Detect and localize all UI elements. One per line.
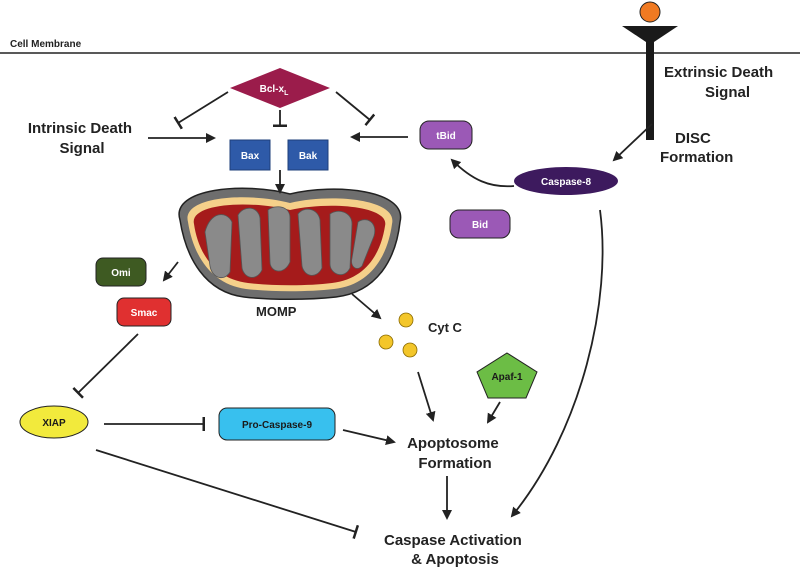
caspase8-cleaves-bid-edge [450, 158, 515, 188]
cytochrome-c-dots [378, 312, 418, 358]
mitochondrion [178, 187, 402, 300]
svg-text:tBid: tBid [436, 131, 455, 142]
svg-text:Caspase-8: Caspase-8 [541, 177, 591, 188]
cell-membrane-label: Cell Membrane [10, 39, 82, 50]
intrinsic-death-signal-label: Intrinsic Death Signal [28, 120, 136, 157]
momp-label: MOMP [256, 304, 297, 319]
bak-node: Bak [287, 139, 329, 171]
apaf1-node: Apaf-1 [476, 352, 538, 399]
smac-inhibits-xiap-edge [72, 333, 139, 399]
caspase-activation-label: Caspase Activation & Apoptosis [384, 532, 526, 568]
svg-text:XIAP: XIAP [42, 418, 66, 429]
apoptosome-formation-label: Apoptosome Formation [407, 435, 503, 472]
procaspase9-node: Pro-Caspase-9 [218, 407, 336, 441]
apaf1-to-apoptosome-edge [486, 401, 501, 424]
svg-text:Bid: Bid [472, 220, 488, 231]
procaspase9-to-apoptosome-edge [342, 429, 396, 446]
svg-text:Bcl-xL: Bcl-xL [260, 84, 289, 97]
cytc-label: Cyt C [428, 320, 463, 335]
bax-node: Bax [229, 139, 271, 171]
bclxl-inhibits-intrinsic-edge [173, 91, 229, 130]
mitochondrion-to-cytc-edge [351, 293, 382, 320]
svg-text:Apaf-1: Apaf-1 [491, 372, 523, 383]
tbid-node: tBid [419, 120, 473, 150]
omi-node: Omi [95, 257, 147, 287]
svg-text:Smac: Smac [131, 308, 158, 319]
bid-node: Bid [449, 209, 511, 239]
svg-text:Pro-Caspase-9: Pro-Caspase-9 [242, 420, 312, 431]
death-ligand [639, 1, 661, 23]
smac-node: Smac [116, 297, 172, 327]
xiap-inhibits-caspase-activation-edge [95, 449, 360, 539]
cytc-to-apoptosome-edge [417, 371, 436, 422]
disc-formation-label: DISC Formation [660, 130, 733, 166]
xiap-node: XIAP [19, 405, 89, 439]
bclxl-inhibits-tbid-edge [335, 91, 376, 127]
caspase8-node: Caspase-8 [514, 167, 618, 195]
extrinsic-death-signal-label: Extrinsic Death Signal [664, 64, 777, 101]
svg-text:Bak: Bak [299, 151, 318, 162]
svg-text:Omi: Omi [111, 268, 131, 279]
mitochondrion-to-omi-smac-edge [162, 261, 179, 282]
caspase8-to-caspase-activation-edge [510, 209, 604, 518]
bclxl-node: Bcl-xL [230, 68, 330, 108]
death-receptor [622, 1, 678, 140]
svg-text:Bax: Bax [241, 151, 260, 162]
extrinsic-to-disc-edge [612, 123, 653, 162]
